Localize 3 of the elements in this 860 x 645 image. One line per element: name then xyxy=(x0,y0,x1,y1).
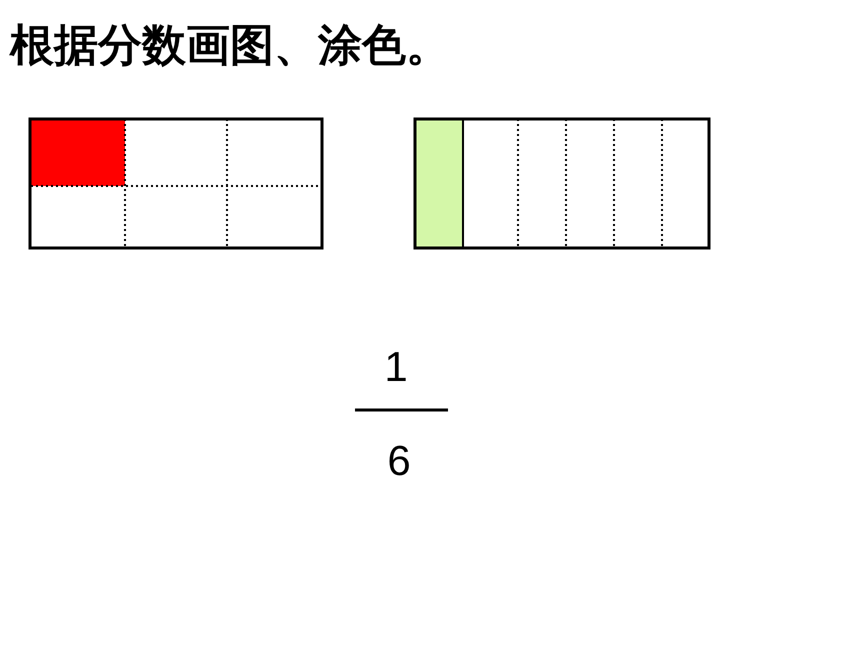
denominator: 6 xyxy=(386,440,412,482)
numerator: 1 xyxy=(383,346,409,388)
worksheet-title: 根据分数画图、涂色。 xyxy=(10,24,450,68)
